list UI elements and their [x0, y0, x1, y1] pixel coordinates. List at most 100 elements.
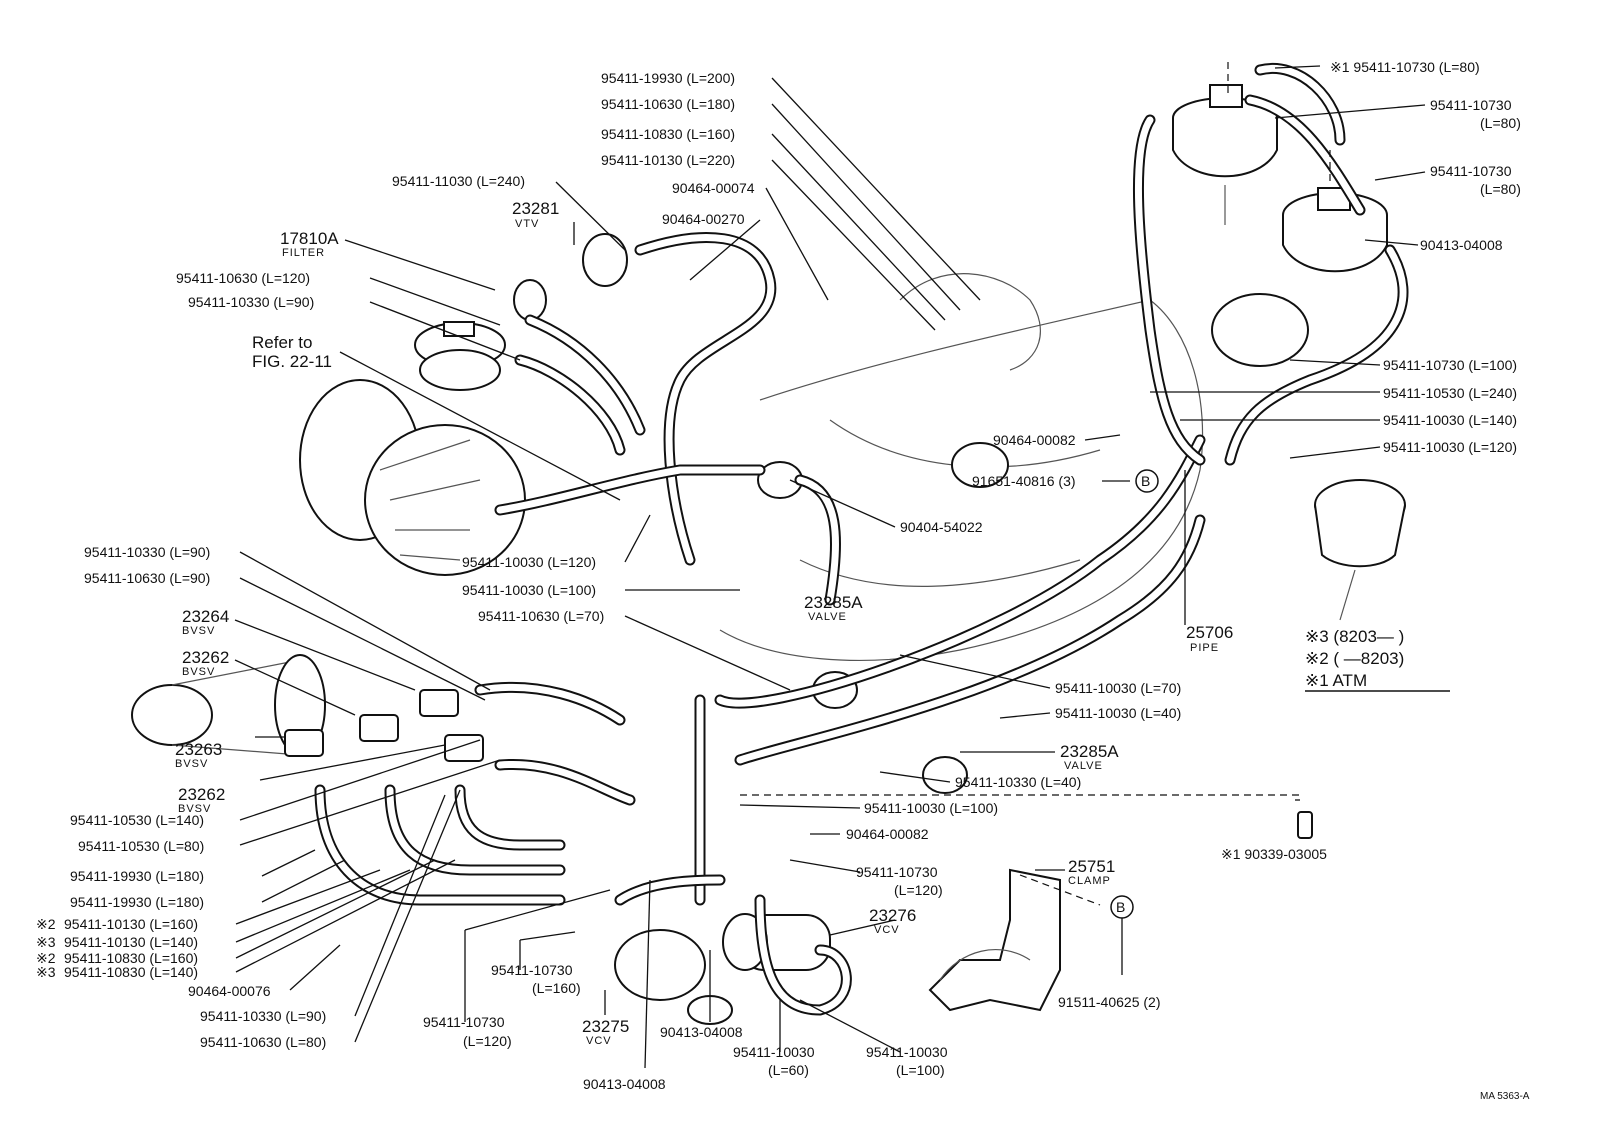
label-p10830-160: 95411-10830 (L=160): [601, 126, 735, 142]
corner-code: MA 5363-A: [1480, 1091, 1530, 1102]
label-p10030-60: 95411-10030: [733, 1044, 815, 1060]
engine-artwork: [131, 84, 1406, 1025]
label-p19930-180a: 95411-19930 (L=180): [70, 868, 204, 884]
label-c04008c: 90413-04008: [1420, 237, 1503, 253]
svg-text:B: B: [1116, 899, 1125, 915]
label-p10330-90a: 95411-10330 (L=90): [188, 294, 314, 310]
label-tr2: 95411-10730: [1430, 97, 1512, 113]
leader-lines: [234, 65, 1426, 1069]
label-p10030-60-len: (L=60): [768, 1062, 809, 1078]
label-p10030-100c-len: (L=100): [896, 1062, 945, 1078]
label-p10630-70: 95411-10630 (L=70): [478, 608, 604, 624]
label-r4: 95411-10030 (L=120): [1383, 439, 1517, 455]
fitting-90339: [1297, 811, 1313, 839]
label-vtv-name: VTV: [515, 218, 539, 230]
label-p10630-120: 95411-10630 (L=120): [176, 270, 310, 286]
legend-line-1: ※1 ATM: [1305, 671, 1367, 690]
label-bvsv2-name: BVSV: [182, 666, 215, 678]
label-p10030-40: 95411-10030 (L=40): [1055, 705, 1181, 721]
label-vcv2-name: VCV: [874, 924, 900, 936]
label-p10130-140: 95411-10130 (L=140): [64, 934, 198, 950]
svg-text:B: B: [1141, 473, 1150, 489]
label-c04008a: 90413-04008: [660, 1024, 743, 1040]
callout-b-top: B: [1135, 469, 1159, 493]
label-bvsv3-name: BVSV: [175, 758, 208, 770]
legend-line-2: ※2 ( —8203): [1305, 649, 1404, 668]
label-p10730-120b: 95411-10730: [856, 864, 938, 880]
label-vcv1-num: 23275: [582, 1017, 629, 1036]
label-valve1-name: VALVE: [808, 611, 847, 623]
label-vcv1-name: VCV: [586, 1035, 612, 1047]
label-vcv2-num: 23276: [869, 906, 916, 925]
label-bvsv2-num: 23262: [182, 648, 229, 667]
label-valve2-name: VALVE: [1064, 760, 1103, 772]
label-bolt: 91651-40816 (3): [972, 473, 1076, 489]
label-bvsv3-num: 23263: [175, 740, 222, 759]
label-p10030-100a: 95411-10030 (L=100): [462, 582, 596, 598]
label-p10730-160: 95411-10730: [491, 962, 573, 978]
label-bvsv4-name: BVSV: [178, 803, 211, 815]
label-c00270: 90464-00270: [662, 211, 745, 227]
legend: ※3 (8203— ) ※2 ( —8203) ※1 ATM: [1305, 627, 1450, 692]
dashed-connectors: [740, 62, 1331, 906]
label-p10830-140: 95411-10830 (L=140): [64, 964, 198, 980]
label-c40625: 91511-40625 (2): [1058, 994, 1160, 1010]
label-p10530-80: 95411-10530 (L=80): [78, 838, 204, 854]
label-p10630-80: 95411-10630 (L=80): [200, 1034, 326, 1050]
label-tr2-len: (L=80): [1480, 115, 1521, 131]
label-tr1: ※1 95411-10730 (L=80): [1330, 59, 1480, 75]
label-p10730-120b-len: (L=120): [894, 882, 943, 898]
label-p10530-140: 95411-10530 (L=140): [70, 812, 204, 828]
label-mark-3: ※2: [36, 950, 56, 966]
legend-line-3: ※3 (8203— ): [1305, 627, 1404, 646]
label-pipe-name: PIPE: [1190, 642, 1219, 654]
label-clamp-name: CLAMP: [1068, 875, 1111, 887]
label-p19930-180b: 95411-19930 (L=180): [70, 894, 204, 910]
label-p10130-220: 95411-10130 (L=220): [601, 152, 735, 168]
label-p10730-120a-len: (L=120): [463, 1033, 512, 1049]
label-p10030-100b: 95411-10030 (L=100): [864, 800, 998, 816]
label-bvsv4-num: 23262: [178, 785, 225, 804]
label-clamp-num: 25751: [1068, 857, 1115, 876]
label-refer-1: Refer to: [252, 333, 312, 352]
callout-b-bottom: B: [1110, 895, 1134, 919]
label-filter-name: FILTER: [282, 247, 325, 259]
label-p10330-90b: 95411-10330 (L=90): [84, 544, 210, 560]
label-r2: 95411-10530 (L=240): [1383, 385, 1517, 401]
label-mark-2: ※3: [36, 934, 56, 950]
label-c00076: 90464-00076: [188, 983, 271, 999]
label-c04008b: 90413-04008: [583, 1076, 666, 1092]
label-c90339: ※1 90339-03005: [1221, 846, 1327, 862]
label-tr3: 95411-10730: [1430, 163, 1512, 179]
label-p10630-90: 95411-10630 (L=90): [84, 570, 210, 586]
label-c00082b: 90464-00082: [846, 826, 929, 842]
label-p10130-160: 95411-10130 (L=160): [64, 916, 198, 932]
label-p10330-90c: 95411-10330 (L=90): [200, 1008, 326, 1024]
label-r1: 95411-10730 (L=100): [1383, 357, 1517, 373]
label-mark-4: ※3: [36, 964, 56, 980]
part-labels: 95411-19930 (L=200) 95411-10630 (L=180) …: [36, 59, 1521, 1092]
label-valve1-num: 23285A: [804, 593, 863, 612]
label-p10730-160-len: (L=160): [532, 980, 581, 996]
label-p10030-100c: 95411-10030: [866, 1044, 948, 1060]
label-p10830-160b: 95411-10830 (L=160): [64, 950, 198, 966]
label-r3: 95411-10030 (L=140): [1383, 412, 1517, 428]
label-c00082a: 90464-00082: [993, 432, 1076, 448]
label-tr3-len: (L=80): [1480, 181, 1521, 197]
label-p10030-120a: 95411-10030 (L=120): [462, 554, 596, 570]
label-p11030-240: 95411-11030 (L=240): [392, 173, 525, 189]
label-p19930-200: 95411-19930 (L=200): [601, 70, 735, 86]
label-c54022: 90404-54022: [900, 519, 983, 535]
label-p10630-180: 95411-10630 (L=180): [601, 96, 735, 112]
label-mark-1: ※2: [36, 916, 56, 932]
label-filter-num: 17810A: [280, 229, 339, 248]
label-p10730-120a: 95411-10730: [423, 1014, 505, 1030]
label-p10330-40: 95411-10330 (L=40): [955, 774, 1081, 790]
label-refer-2: FIG. 22-11: [252, 352, 332, 371]
label-vtv-num: 23281: [512, 199, 559, 218]
label-bvsv1-num: 23264: [182, 607, 229, 626]
label-pipe-num: 25706: [1186, 623, 1233, 642]
label-bvsv1-name: BVSV: [182, 625, 215, 637]
label-p10030-70: 95411-10030 (L=70): [1055, 680, 1181, 696]
